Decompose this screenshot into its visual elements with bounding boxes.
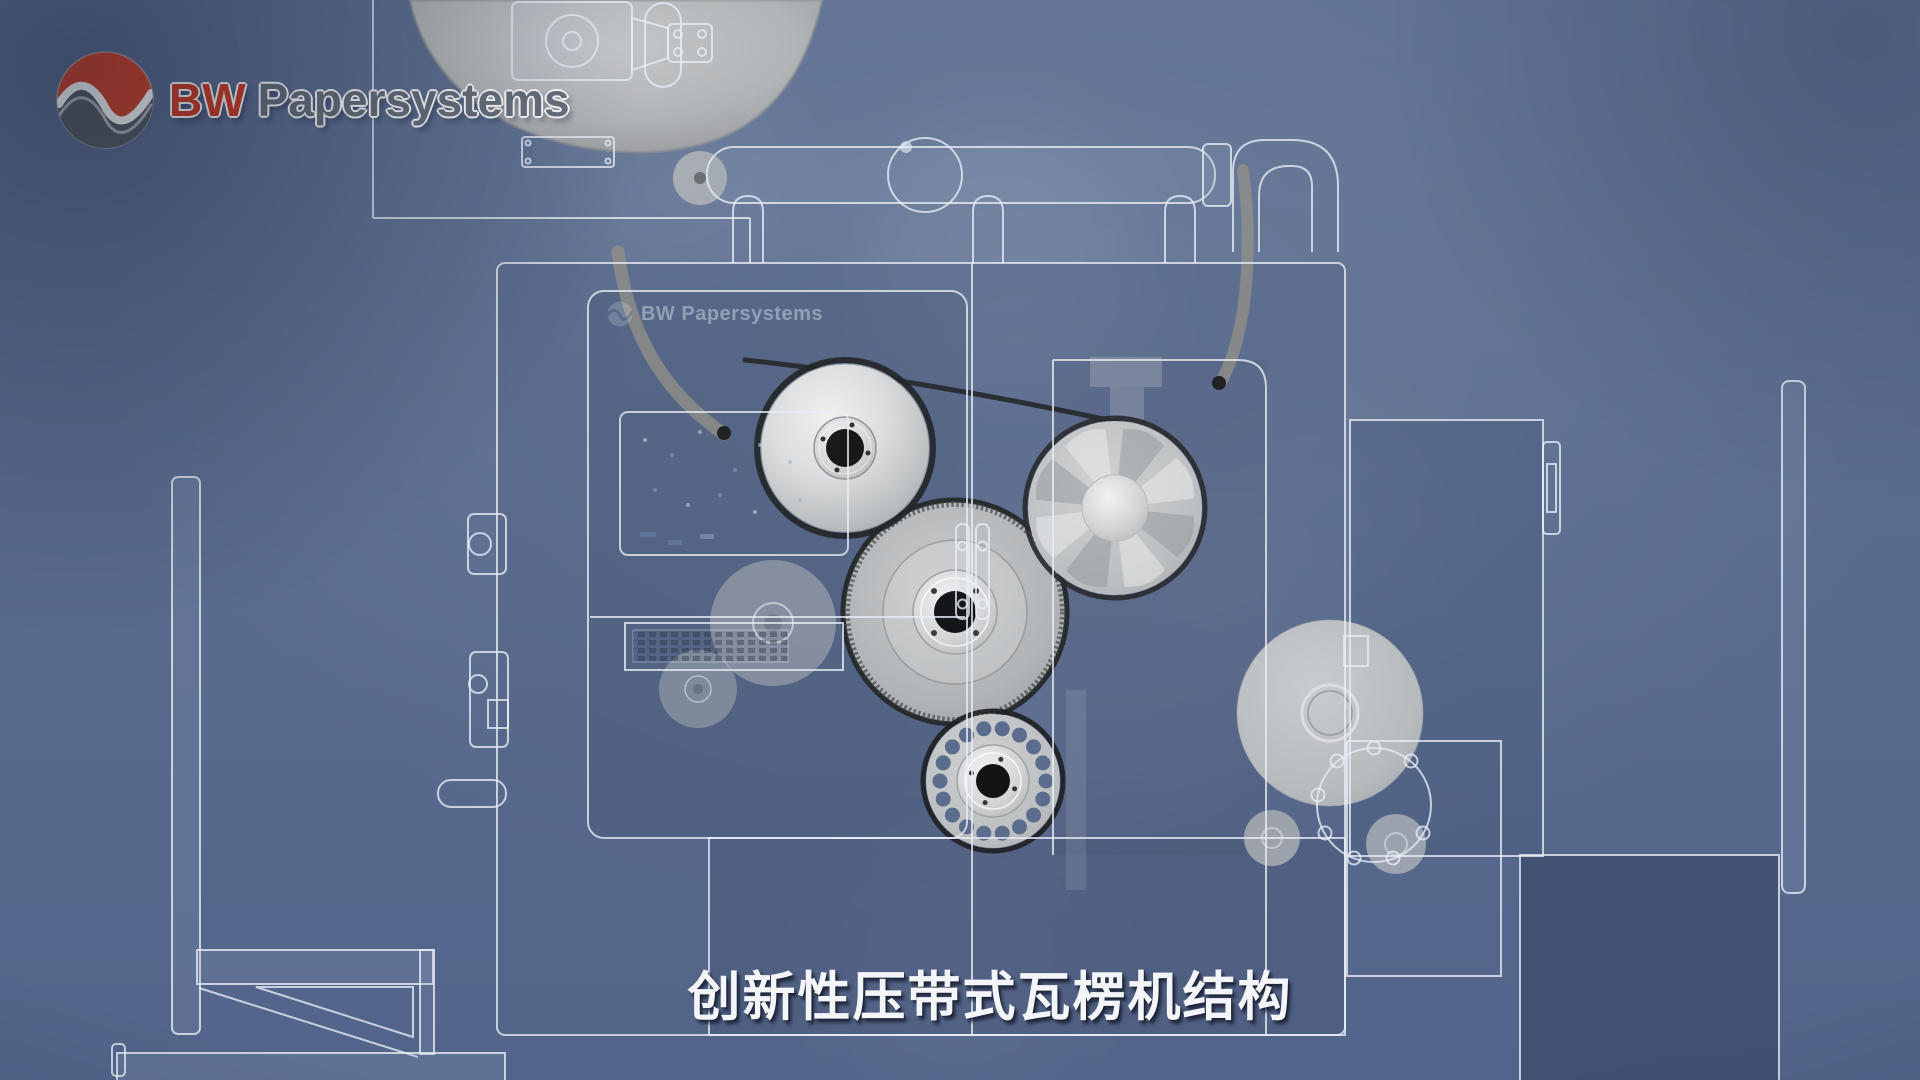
- hose-left: [611, 245, 731, 441]
- right-structures: [1310, 380, 1806, 1080]
- top-cylinder: [706, 137, 1339, 263]
- nameplate-logo-icon: [606, 301, 633, 327]
- bottom-right-cabinet: [1519, 854, 1780, 1080]
- cylinder-mounts: [732, 194, 1196, 263]
- perforated-roller: [920, 708, 1066, 854]
- bolt-circle-outline: [1310, 740, 1432, 866]
- idler-disc-right: [1236, 619, 1424, 807]
- small-roller-right: [1366, 814, 1426, 874]
- hose-right: [1214, 164, 1254, 390]
- pipe-elbow: [1232, 139, 1339, 252]
- panel-left-brackets: [437, 513, 509, 808]
- machine-nameplate: BW Papersystems: [594, 290, 836, 338]
- brand-bw: BW: [169, 74, 246, 126]
- roller-holes: [932, 721, 1054, 841]
- right-side-panel: [1349, 419, 1544, 857]
- right-post: [1781, 380, 1806, 894]
- circuit-plate: [619, 411, 849, 556]
- roller-bracket-pair: [955, 523, 990, 620]
- brand-logo-icon: [56, 51, 154, 149]
- brand-logo: BW Papersystems: [55, 50, 570, 150]
- belt-roller-right: [1022, 415, 1208, 601]
- vent-grille: [624, 622, 844, 671]
- caption-text: 创新性压带式瓦楞机结构: [687, 968, 1293, 1027]
- circuit-dots: [640, 430, 822, 545]
- paper-roll: [372, 0, 824, 263]
- brand-wordmark: BW Papersystems: [169, 73, 570, 127]
- left-stand: [111, 476, 506, 1080]
- nameplate-label: BW Papersystems: [640, 302, 824, 325]
- brand-papersystems: Papersystems: [257, 74, 570, 126]
- pressure-roller-left: [754, 357, 936, 539]
- hoses: [611, 164, 1254, 441]
